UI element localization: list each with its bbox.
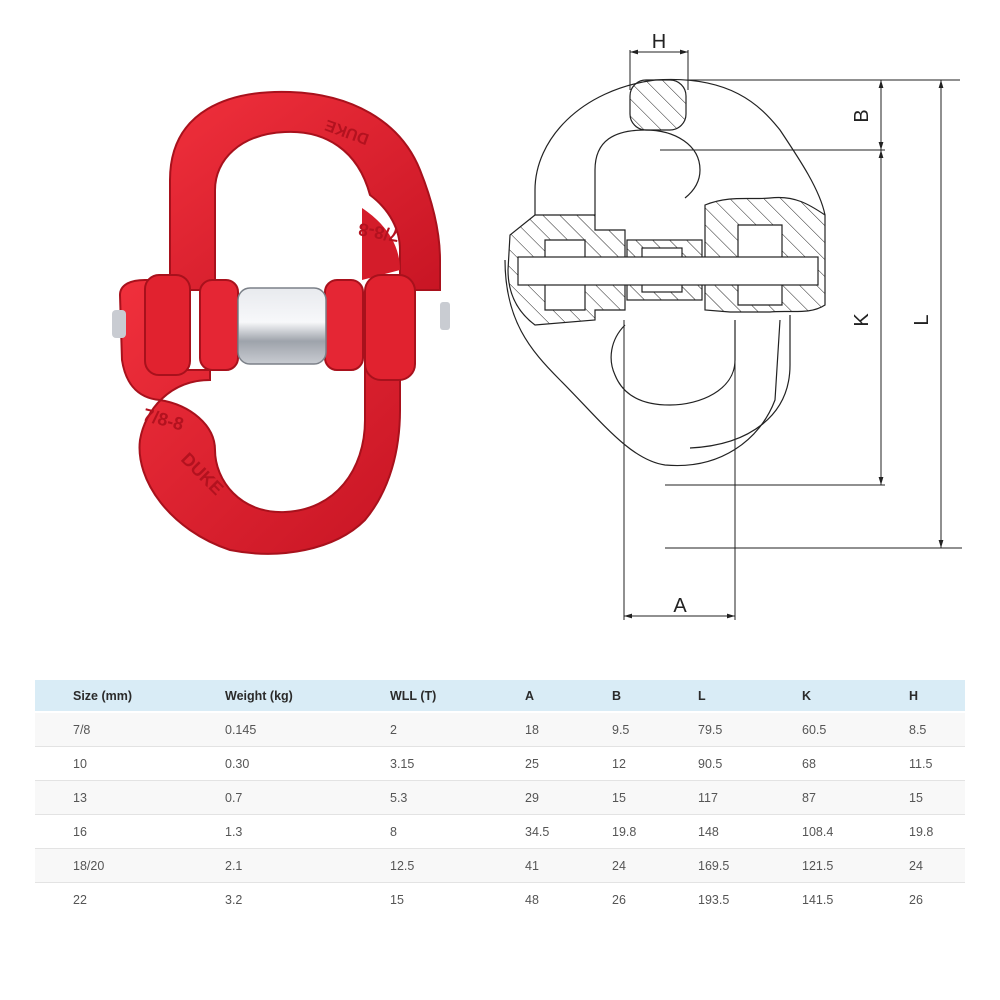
upper-link-half	[169, 90, 441, 291]
right-inner-lug	[324, 279, 364, 371]
cell-b: 9.5	[612, 712, 698, 747]
cell-l: 148	[698, 814, 802, 849]
col-weight: Weight (kg)	[225, 680, 390, 713]
table-row: 22 3.2 15 48 26 193.5 141.5 26	[35, 882, 965, 916]
cell-l: 169.5	[698, 848, 802, 883]
pin-end-left	[112, 310, 126, 338]
dimension-diagram: H B K L A	[504, 31, 962, 620]
left-lug	[144, 274, 191, 376]
lower-link-half	[118, 279, 401, 555]
cell-h: 24	[909, 848, 965, 883]
section-h	[629, 79, 687, 131]
cell-l: 79.5	[698, 712, 802, 747]
cell-a: 25	[525, 746, 612, 781]
cell-k: 87	[802, 780, 909, 815]
col-a: A	[525, 680, 612, 713]
right-lug	[364, 274, 416, 381]
cell-wll: 5.3	[390, 780, 525, 815]
cell-b: 26	[612, 882, 698, 916]
cell-h: 8.5	[909, 712, 965, 747]
cell-wll: 3.15	[390, 746, 525, 781]
cell-b: 19.8	[612, 814, 698, 849]
cell-a: 29	[525, 780, 612, 815]
cell-h: 15	[909, 780, 965, 815]
spec-table: Size (mm) Weight (kg) WLL (T) A B L K H …	[35, 680, 965, 916]
col-size: Size (mm)	[35, 680, 225, 713]
cell-weight: 3.2	[225, 882, 390, 916]
table-row: 18/20 2.1 12.5 41 24 169.5 121.5 24	[35, 848, 965, 883]
cell-b: 15	[612, 780, 698, 815]
cell-size: 16	[35, 814, 225, 849]
col-h: H	[909, 680, 965, 713]
col-b: B	[612, 680, 698, 713]
label-h: H	[652, 31, 666, 53]
cell-size: 22	[35, 882, 225, 916]
table-row: 13 0.7 5.3 29 15 117 87 15	[35, 780, 965, 815]
cell-weight: 0.7	[225, 780, 390, 815]
cell-size: 10	[35, 746, 225, 781]
cell-h: 11.5	[909, 746, 965, 781]
coupling-link-photo: DUKE 7/8-8 7/8-8 DUKE	[112, 90, 450, 555]
cell-weight: 1.3	[225, 814, 390, 849]
cell-weight: 0.30	[225, 746, 390, 781]
label-b: B	[851, 109, 873, 122]
pin	[517, 256, 819, 286]
label-a: A	[673, 595, 687, 617]
cell-l: 193.5	[698, 882, 802, 916]
cell-a: 41	[525, 848, 612, 883]
col-wll: WLL (T)	[390, 680, 525, 713]
cell-size: 13	[35, 780, 225, 815]
cell-l: 90.5	[698, 746, 802, 781]
cell-a: 34.5	[525, 814, 612, 849]
cell-a: 48	[525, 882, 612, 916]
outer-contour	[504, 78, 826, 467]
cell-a: 18	[525, 712, 612, 747]
cell-weight: 2.1	[225, 848, 390, 883]
cell-wll: 8	[390, 814, 525, 849]
cell-k: 108.4	[802, 814, 909, 849]
col-k: K	[802, 680, 909, 713]
cell-wll: 2	[390, 712, 525, 747]
bushing	[237, 287, 327, 365]
lower-outer	[689, 315, 791, 449]
cell-l: 117	[698, 780, 802, 815]
lower-opening	[610, 320, 736, 406]
cell-k: 141.5	[802, 882, 909, 916]
cell-k: 121.5	[802, 848, 909, 883]
cell-k: 60.5	[802, 712, 909, 747]
cell-h: 26	[909, 882, 965, 916]
cell-size: 18/20	[35, 848, 225, 883]
label-l: L	[911, 314, 933, 325]
cell-b: 12	[612, 746, 698, 781]
table-row: 10 0.30 3.15 25 12 90.5 68 11.5	[35, 746, 965, 781]
table-row: 16 1.3 8 34.5 19.8 148 108.4 19.8	[35, 814, 965, 849]
table-header-row: Size (mm) Weight (kg) WLL (T) A B L K H	[35, 680, 965, 713]
pin-end-right	[440, 302, 450, 330]
cell-b: 24	[612, 848, 698, 883]
upper-opening	[594, 129, 701, 215]
col-l: L	[698, 680, 802, 713]
cell-size: 7/8	[35, 712, 225, 747]
cell-h: 19.8	[909, 814, 965, 849]
cell-wll: 12.5	[390, 848, 525, 883]
table-row: 7/8 0.145 2 18 9.5 79.5 60.5 8.5	[35, 712, 965, 747]
cell-k: 68	[802, 746, 909, 781]
cell-weight: 0.145	[225, 712, 390, 747]
label-k: K	[851, 313, 873, 327]
left-inner-lug	[199, 279, 239, 371]
cell-wll: 15	[390, 882, 525, 916]
